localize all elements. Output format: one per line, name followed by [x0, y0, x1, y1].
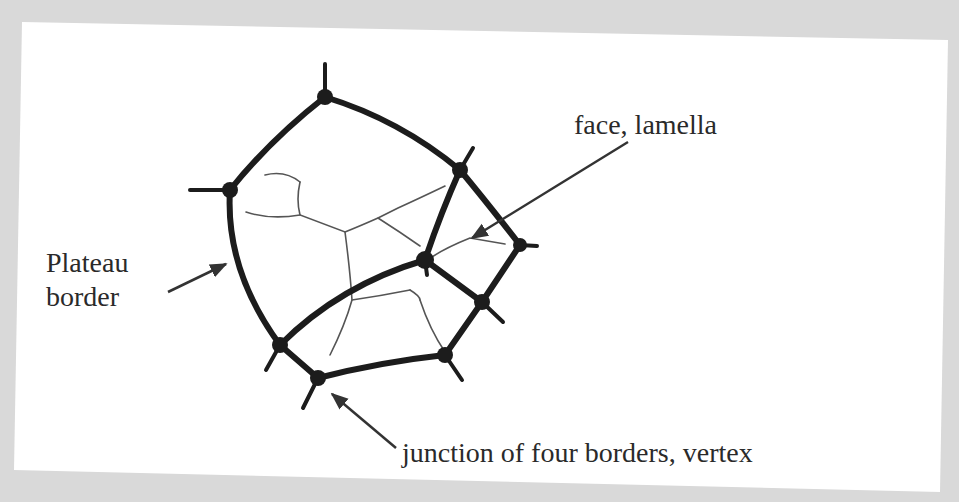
face-label: face, lamella	[574, 108, 717, 142]
vertex-label: junction of four borders, vertex	[402, 436, 753, 470]
paper-sheet	[14, 22, 948, 492]
plateau-border-label: Plateau border	[46, 246, 176, 314]
leader-arrows	[168, 142, 628, 448]
foam-cell	[190, 64, 537, 408]
